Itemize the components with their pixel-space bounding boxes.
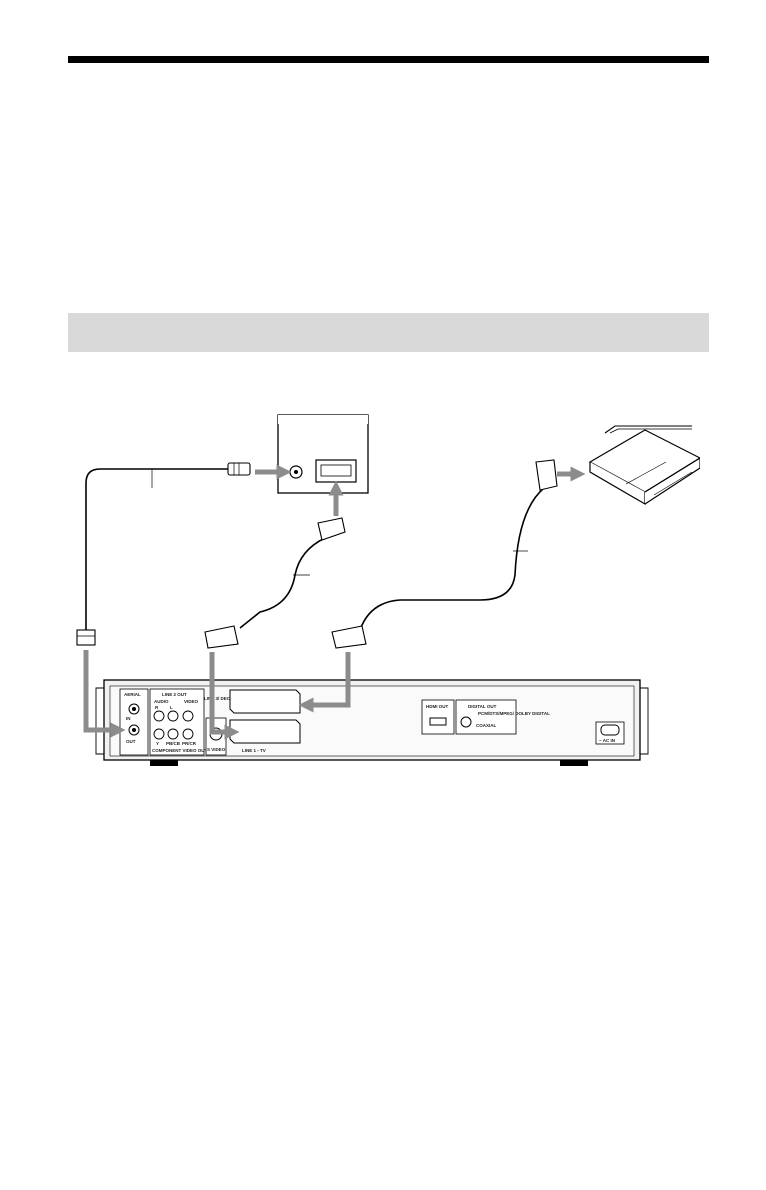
decoder-box <box>588 425 700 506</box>
svg-text:COAXIAL: COAXIAL <box>476 723 497 728</box>
svg-text:LINE 3/ DECODER: LINE 3/ DECODER <box>204 696 244 701</box>
tv-back-panel <box>277 414 369 494</box>
svg-text:VIDEO: VIDEO <box>184 699 199 704</box>
svg-text:~ AC IN: ~ AC IN <box>599 738 615 743</box>
svg-text:COMPONENT VIDEO OUT: COMPONENT VIDEO OUT <box>152 748 208 753</box>
svg-text:PR/CR: PR/CR <box>182 741 197 746</box>
svg-text:L: L <box>170 705 173 710</box>
svg-text:OUT: OUT <box>126 739 136 744</box>
aerial-plug-bottom <box>76 629 96 646</box>
svg-text:AUDIO: AUDIO <box>154 699 169 704</box>
svg-text:PB/CB: PB/CB <box>166 741 181 746</box>
svg-text:S VIDEO: S VIDEO <box>207 747 226 752</box>
coaxial-jack <box>460 716 472 728</box>
scart-plug-recorder-line1 <box>204 625 239 649</box>
svg-text:Y: Y <box>156 741 159 746</box>
svg-text:HDMI OUT: HDMI OUT <box>426 704 448 709</box>
svg-text:LINE 1 - TV: LINE 1 - TV <box>242 748 266 753</box>
hdmi-port <box>429 717 447 726</box>
scart-plug-decoder <box>535 459 558 491</box>
scart-plug-tv <box>317 517 346 541</box>
scart-cable-tv <box>204 517 346 649</box>
s-video-jack: S VIDEO <box>205 717 227 756</box>
section-heading-band <box>68 313 709 352</box>
aerial-cable <box>76 462 251 646</box>
svg-text:LINE 2 OUT: LINE 2 OUT <box>162 692 187 697</box>
aerial-jacks: AERIAL IN OUT <box>119 688 149 756</box>
top-rule <box>68 56 709 63</box>
scart-plug-recorder-line3 <box>331 625 367 649</box>
ac-in-socket: ~ AC IN <box>595 721 625 745</box>
svg-text:DIGITAL OUT: DIGITAL OUT <box>468 704 497 709</box>
hdmi-digital-section: HDMI OUT DIGITAL OUT PCM/DTS/MPEG/ DOLBY… <box>421 699 550 735</box>
svg-text:R: R <box>155 705 159 710</box>
arrow-to-line1 <box>209 652 240 740</box>
recorder-rear-panel: AERIAL IN OUT LINE 2 OUT AUDIO VIDEO R L… <box>95 679 649 766</box>
svg-text:IN: IN <box>126 716 131 721</box>
line3-decoder-scart: LINE 3/ DECODER <box>204 689 301 714</box>
arrow-to-line3 <box>298 652 351 713</box>
svg-text:AERIAL: AERIAL <box>124 692 141 697</box>
signal-arrows <box>83 464 586 740</box>
arrow-aerial-to-in <box>83 650 126 738</box>
scart-cable-decoder <box>331 459 558 649</box>
connection-diagram: AERIAL IN OUT LINE 2 OUT AUDIO VIDEO R L… <box>76 414 700 766</box>
line2-component-section: LINE 2 OUT AUDIO VIDEO R L Y PB/CB PR/CR… <box>149 688 208 756</box>
svg-text:PCM/DTS/MPEG/ DOLBY DIGITAL: PCM/DTS/MPEG/ DOLBY DIGITAL <box>478 711 550 716</box>
